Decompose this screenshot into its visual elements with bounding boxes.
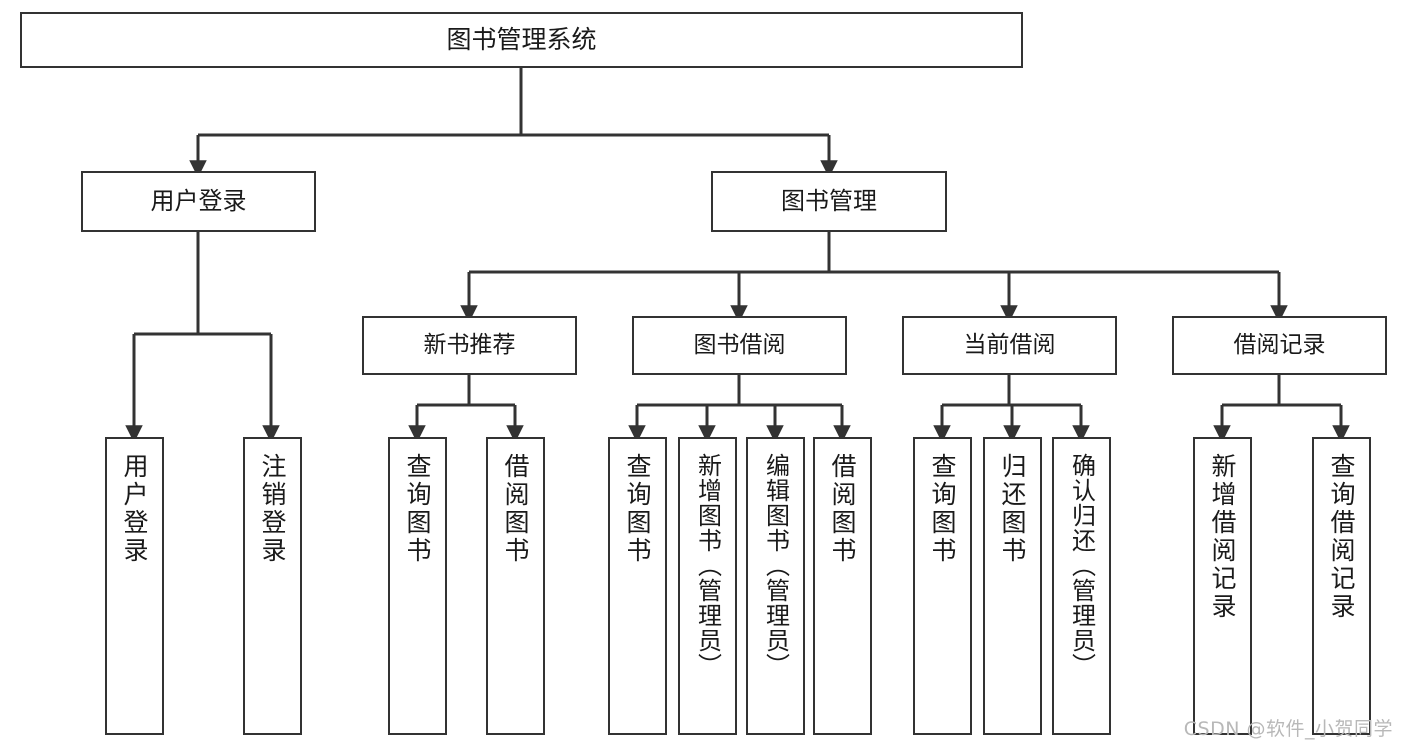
watermark-text: CSDN @软件_小贺同学: [1183, 718, 1393, 740]
node-leaf-confirm-return[interactable]: 确认归还（管理员）: [1052, 437, 1111, 735]
node-user-login-label: 用户登录: [150, 187, 247, 216]
node-root-system[interactable]: 图书管理系统: [20, 12, 1023, 68]
node-leaf-query-book-3[interactable]: 查询图书: [913, 437, 972, 735]
node-root-label: 图书管理系统: [446, 25, 597, 55]
node-current-borrow[interactable]: 当前借阅: [902, 316, 1117, 375]
node-leaf-user-logout[interactable]: 注销登录: [243, 437, 302, 735]
node-leaf-add-book-label: 新增图书（管理员）: [693, 453, 722, 678]
node-leaf-query-record[interactable]: 查询借阅记录: [1312, 437, 1371, 735]
node-leaf-user-logout-label: 注销登录: [258, 453, 287, 565]
node-leaf-add-record[interactable]: 新增借阅记录: [1193, 437, 1252, 735]
node-leaf-query-book-3-label: 查询图书: [928, 453, 957, 565]
node-borrow-record[interactable]: 借阅记录: [1172, 316, 1387, 375]
node-leaf-query-record-label: 查询借阅记录: [1327, 453, 1356, 621]
node-leaf-edit-book[interactable]: 编辑图书（管理员）: [746, 437, 805, 735]
node-leaf-borrow-book-2-label: 借阅图书: [828, 453, 857, 565]
node-leaf-user-login-label: 用户登录: [120, 453, 149, 565]
node-borrow-record-label: 借阅记录: [1233, 331, 1326, 358]
node-leaf-query-book-1-label: 查询图书: [403, 453, 432, 565]
node-leaf-borrow-book-1[interactable]: 借阅图书: [486, 437, 545, 735]
node-leaf-query-book-1[interactable]: 查询图书: [388, 437, 447, 735]
node-book-manage[interactable]: 图书管理: [711, 171, 947, 232]
node-book-manage-label: 图书管理: [781, 187, 877, 216]
node-leaf-add-book[interactable]: 新增图书（管理员）: [678, 437, 737, 735]
node-new-book-rec-label: 新书推荐: [423, 331, 516, 358]
node-leaf-user-login[interactable]: 用户登录: [105, 437, 164, 735]
node-leaf-add-record-label: 新增借阅记录: [1208, 453, 1237, 621]
node-leaf-query-book-2[interactable]: 查询图书: [608, 437, 667, 735]
node-current-borrow-label: 当前借阅: [963, 331, 1056, 358]
node-book-borrow-label: 图书借阅: [693, 331, 786, 358]
node-leaf-query-book-2-label: 查询图书: [623, 453, 652, 565]
node-leaf-confirm-return-label: 确认归还（管理员）: [1067, 453, 1096, 678]
node-leaf-borrow-book-1-label: 借阅图书: [501, 453, 530, 565]
node-leaf-return-book[interactable]: 归还图书: [983, 437, 1042, 735]
node-leaf-borrow-book-2[interactable]: 借阅图书: [813, 437, 872, 735]
node-new-book-rec[interactable]: 新书推荐: [362, 316, 577, 375]
node-user-login[interactable]: 用户登录: [81, 171, 316, 232]
node-book-borrow[interactable]: 图书借阅: [632, 316, 847, 375]
node-leaf-return-book-label: 归还图书: [998, 453, 1027, 565]
node-leaf-edit-book-label: 编辑图书（管理员）: [761, 453, 790, 678]
